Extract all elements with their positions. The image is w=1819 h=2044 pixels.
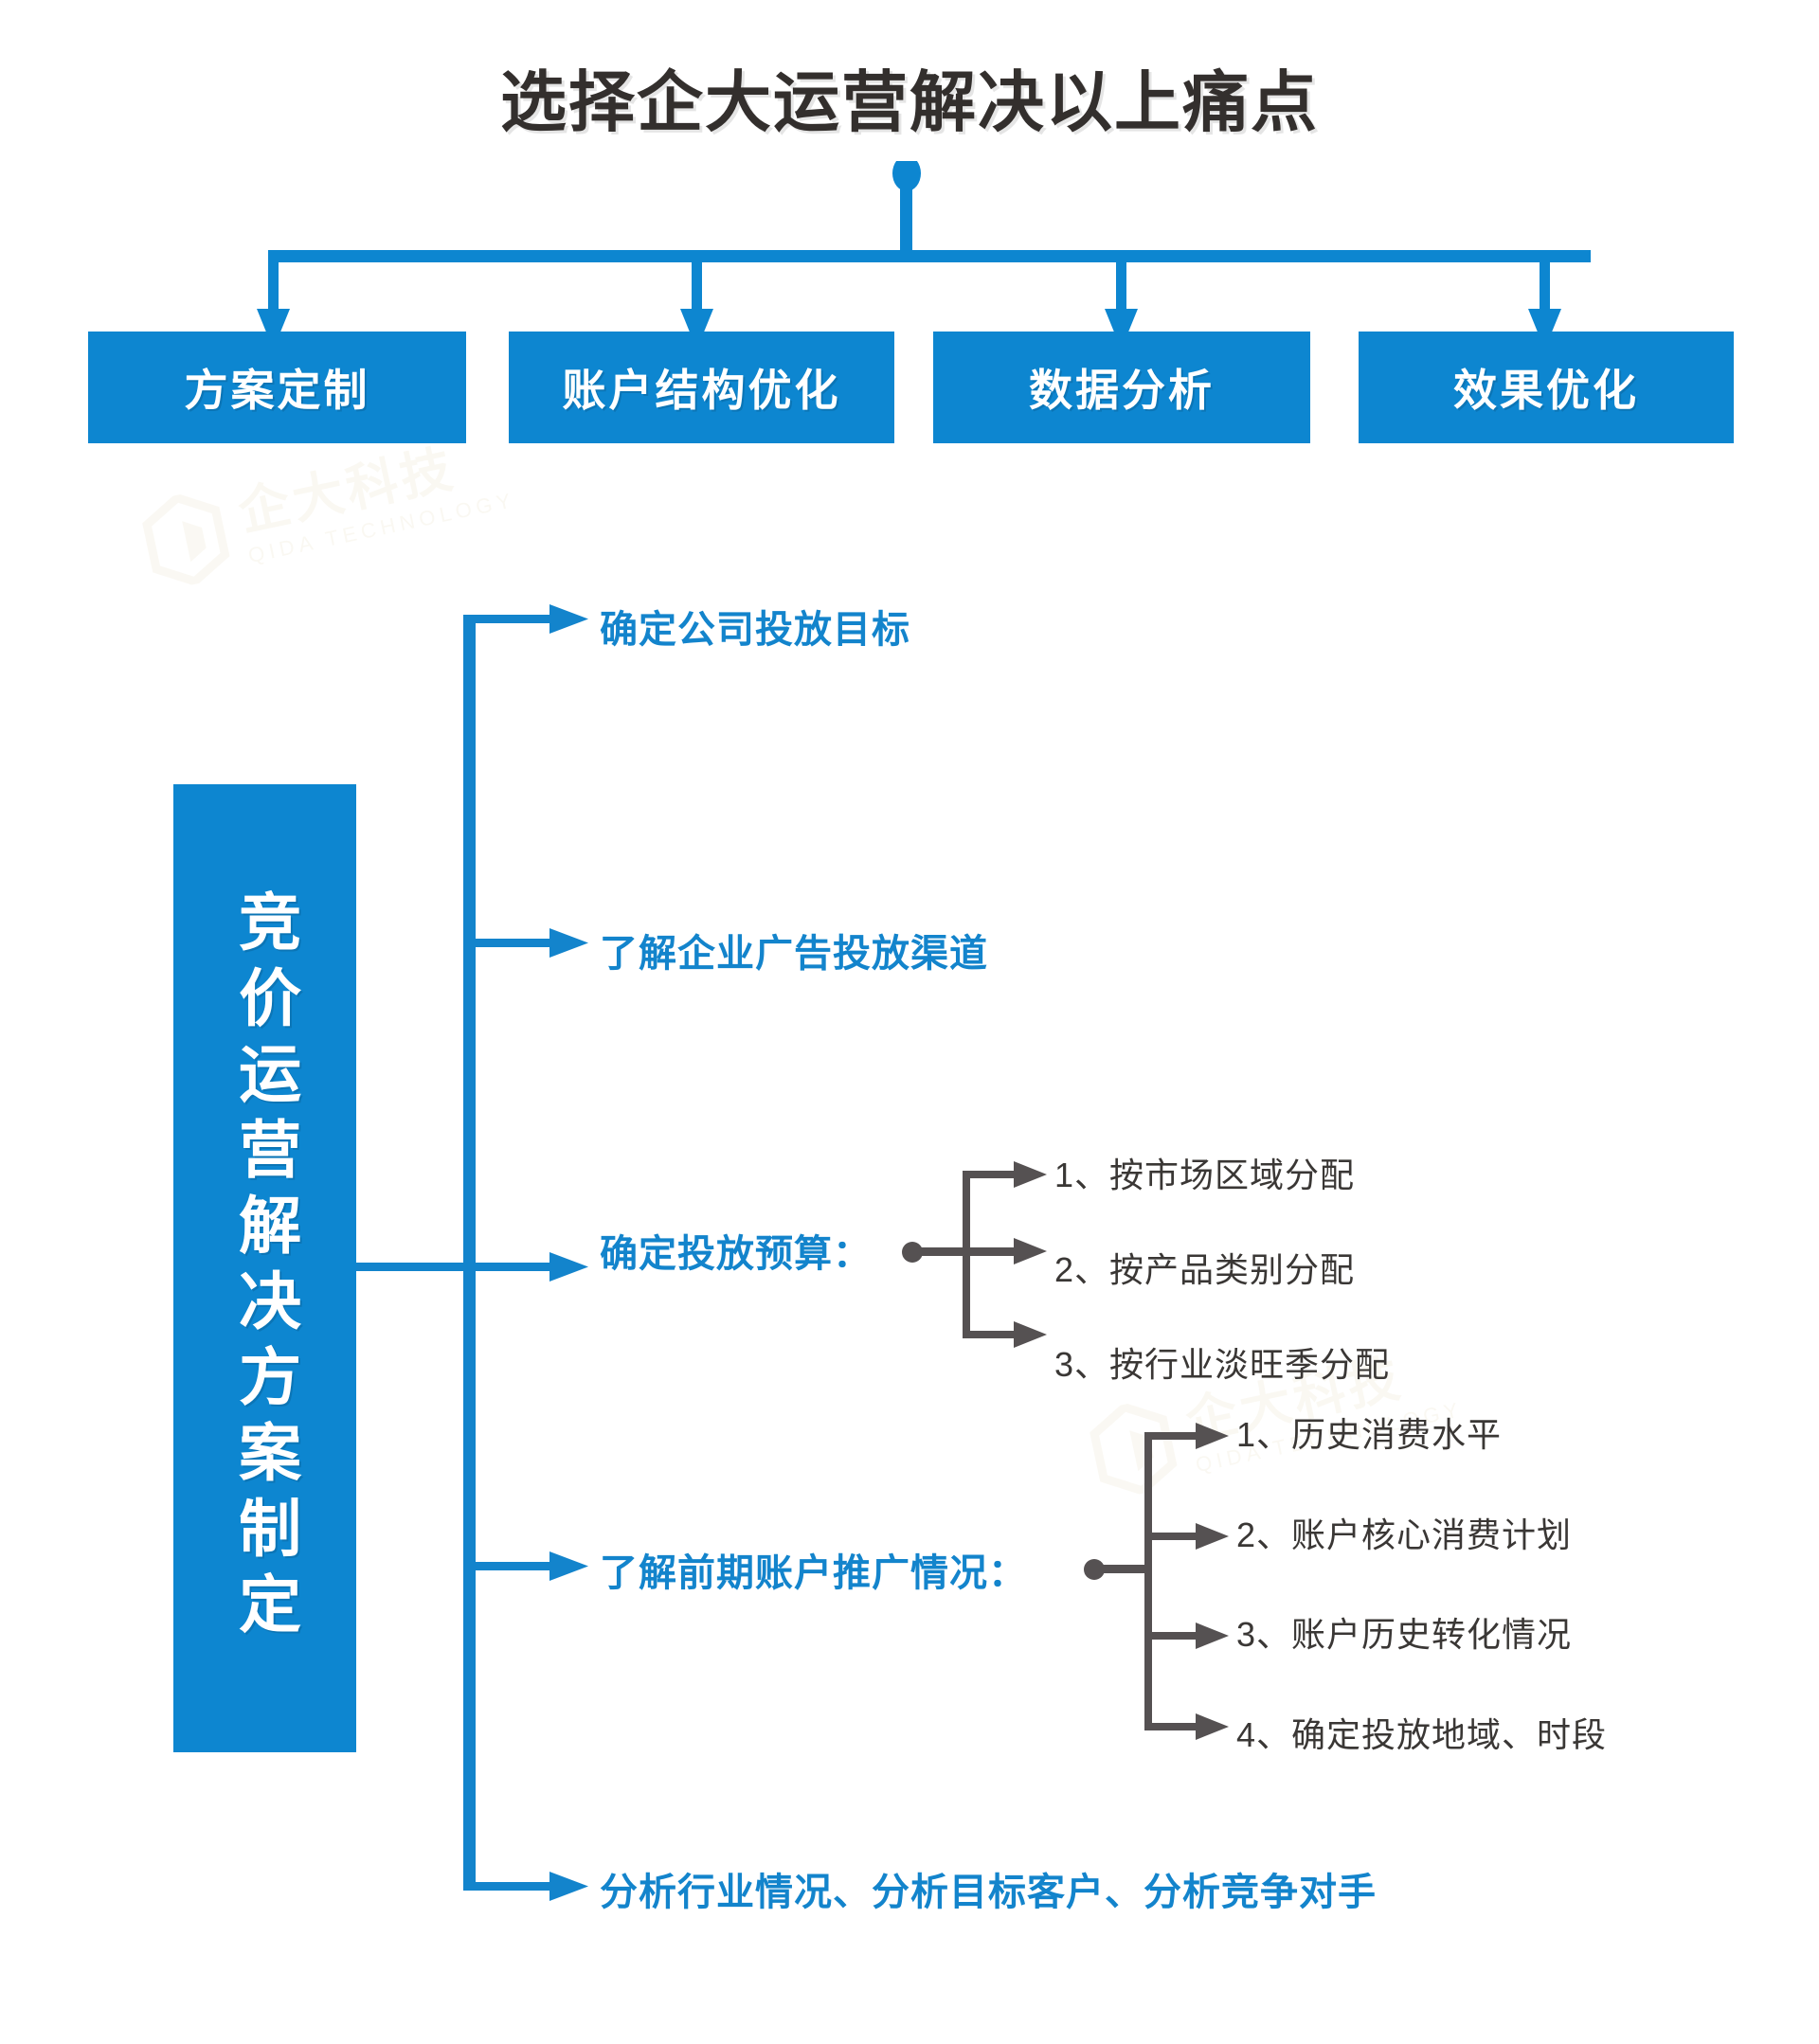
top-box-shuju-fenxi[interactable]: 数据分析 <box>933 332 1310 443</box>
connector-drop-1 <box>680 256 713 332</box>
top-box-xiaoguo-youhua[interactable]: 效果优化 <box>1359 332 1734 443</box>
top-box-row: 方案定制 账户结构优化 数据分析 效果优化 <box>0 332 1819 445</box>
sub-item[interactable]: 1、按市场区域分配 <box>1054 1156 1356 1194</box>
subgroup-1-connector <box>902 1161 1047 1348</box>
connector-root-dot-icon <box>892 161 921 191</box>
branch-arm-1 <box>463 928 588 958</box>
sub-item[interactable]: 2、按产品类别分配 <box>1054 1250 1356 1289</box>
branch-arm-3 <box>463 1551 588 1581</box>
root-to-spine-link <box>356 1263 476 1271</box>
branch-label-4[interactable]: 分析行业情况、分析目标客户、分析竞争对手 <box>600 1872 1377 1913</box>
branch-label-2[interactable]: 确定投放预算： <box>600 1233 872 1275</box>
sub-item[interactable]: 3、账户历史转化情况 <box>1236 1615 1573 1654</box>
connector-drop-2 <box>1105 256 1138 332</box>
connector-drop-0 <box>257 256 290 332</box>
main-spine <box>463 615 476 1891</box>
page-title: 选择企大运营解决以上痛点 <box>500 65 1319 139</box>
connector-stem <box>900 186 912 257</box>
connector-drop-3 <box>1528 256 1561 332</box>
subgroup-2-connector <box>1084 1423 1229 1740</box>
top-connector-group <box>257 161 1591 332</box>
sub-item[interactable]: 2、账户核心消费计划 <box>1236 1515 1573 1554</box>
branch-label-1[interactable]: 了解企业广告投放渠道 <box>600 933 988 975</box>
branch-arm-4 <box>463 1872 588 1901</box>
branch-label-3[interactable]: 了解前期账户推广情况： <box>600 1552 1027 1594</box>
branch-arm-2 <box>463 1252 588 1282</box>
branch-arm-0 <box>463 604 588 634</box>
top-box-label: 效果优化 <box>1453 366 1639 415</box>
top-box-label: 数据分析 <box>1029 366 1215 415</box>
top-box-fangan-dingzhi[interactable]: 方案定制 <box>88 332 466 443</box>
branch-label-0[interactable]: 确定公司投放目标 <box>600 609 910 651</box>
sub-item[interactable]: 4、确定投放地域、时段 <box>1236 1715 1608 1754</box>
connector-horizontal-bus <box>268 250 1591 262</box>
sub-item[interactable]: 3、按行业淡旺季分配 <box>1054 1345 1391 1384</box>
root-label: 竞价运营解决方案制定 <box>230 889 301 1647</box>
top-box-label: 方案定制 <box>184 366 370 415</box>
top-box-zhanghu-jiegou-youhua[interactable]: 账户结构优化 <box>509 332 894 443</box>
root-vertical-bar[interactable]: 竞价运营解决方案制定 <box>173 784 356 1752</box>
top-box-label: 账户结构优化 <box>562 366 841 415</box>
sub-item[interactable]: 1、历史消费水平 <box>1236 1415 1503 1454</box>
